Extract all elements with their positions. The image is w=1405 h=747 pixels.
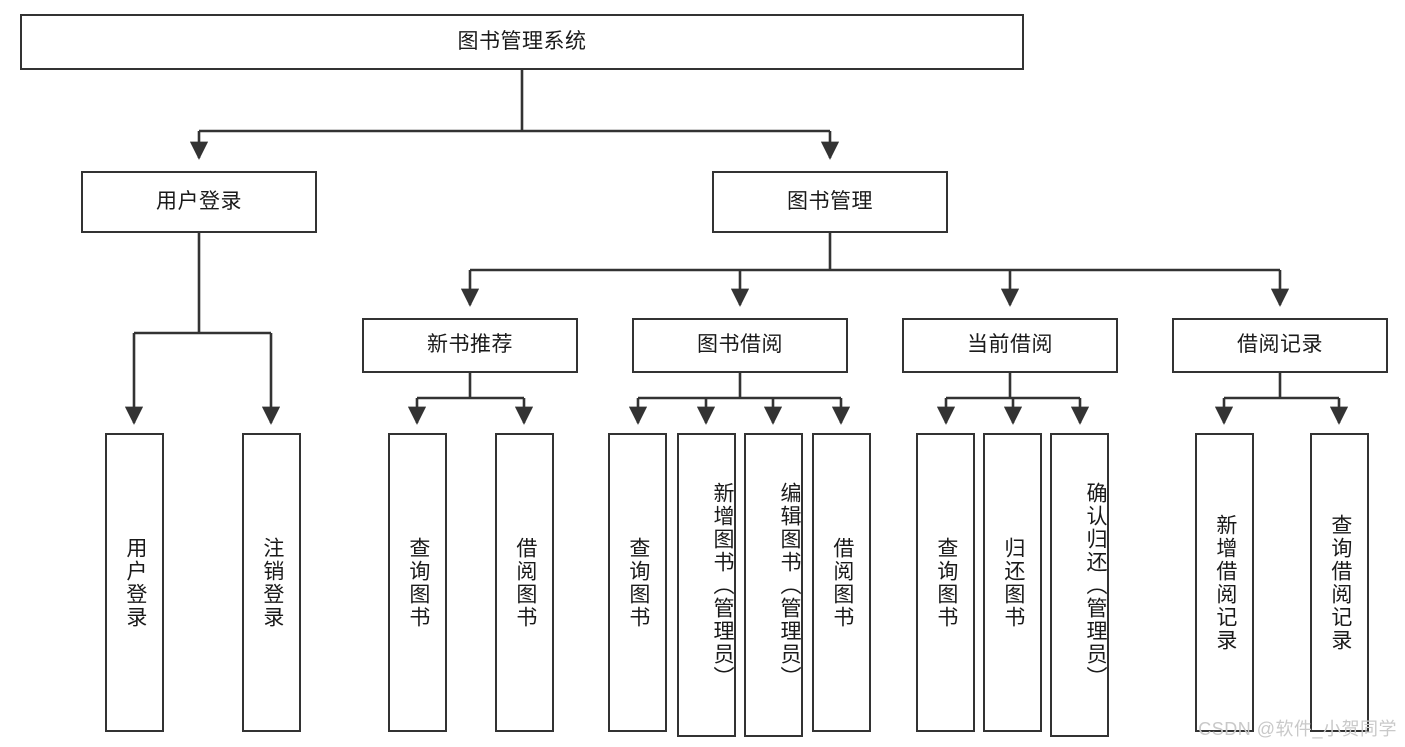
node-user-login[interactable]: 用户登录 — [81, 171, 317, 233]
leaf-user-login-logout[interactable]: 注销登录 — [242, 433, 301, 732]
leaf-recommend-borrow-book[interactable]: 借阅图书 — [495, 433, 554, 732]
leaf-user-login-login[interactable]: 用户登录 — [105, 433, 164, 732]
leaf-current-query-book[interactable]: 查询图书 — [916, 433, 975, 732]
leaf-current-return-book[interactable]: 归还图书 — [983, 433, 1042, 732]
leaf-record-add-record[interactable]: 新增借阅记录 — [1195, 433, 1254, 732]
leaf-current-confirm-return-admin[interactable]: 确认归还（管理员） — [1050, 433, 1109, 737]
leaf-borrow-edit-book-admin[interactable]: 编辑图书（管理员） — [744, 433, 803, 737]
node-book-management[interactable]: 图书管理 — [712, 171, 948, 233]
leaf-borrow-add-book-admin[interactable]: 新增图书（管理员） — [677, 433, 736, 737]
leaf-record-query-record[interactable]: 查询借阅记录 — [1310, 433, 1369, 732]
csdn-watermark: CSDN @软件_小贺同学 — [1198, 719, 1397, 739]
node-current-borrow[interactable]: 当前借阅 — [902, 318, 1118, 373]
node-borrow-record[interactable]: 借阅记录 — [1172, 318, 1388, 373]
leaf-recommend-query-book[interactable]: 查询图书 — [388, 433, 447, 732]
leaf-borrow-borrow-book[interactable]: 借阅图书 — [812, 433, 871, 732]
node-book-borrow[interactable]: 图书借阅 — [632, 318, 848, 373]
leaf-borrow-query-book[interactable]: 查询图书 — [608, 433, 667, 732]
node-new-book-recommend[interactable]: 新书推荐 — [362, 318, 578, 373]
node-root-system[interactable]: 图书管理系统 — [20, 14, 1024, 70]
